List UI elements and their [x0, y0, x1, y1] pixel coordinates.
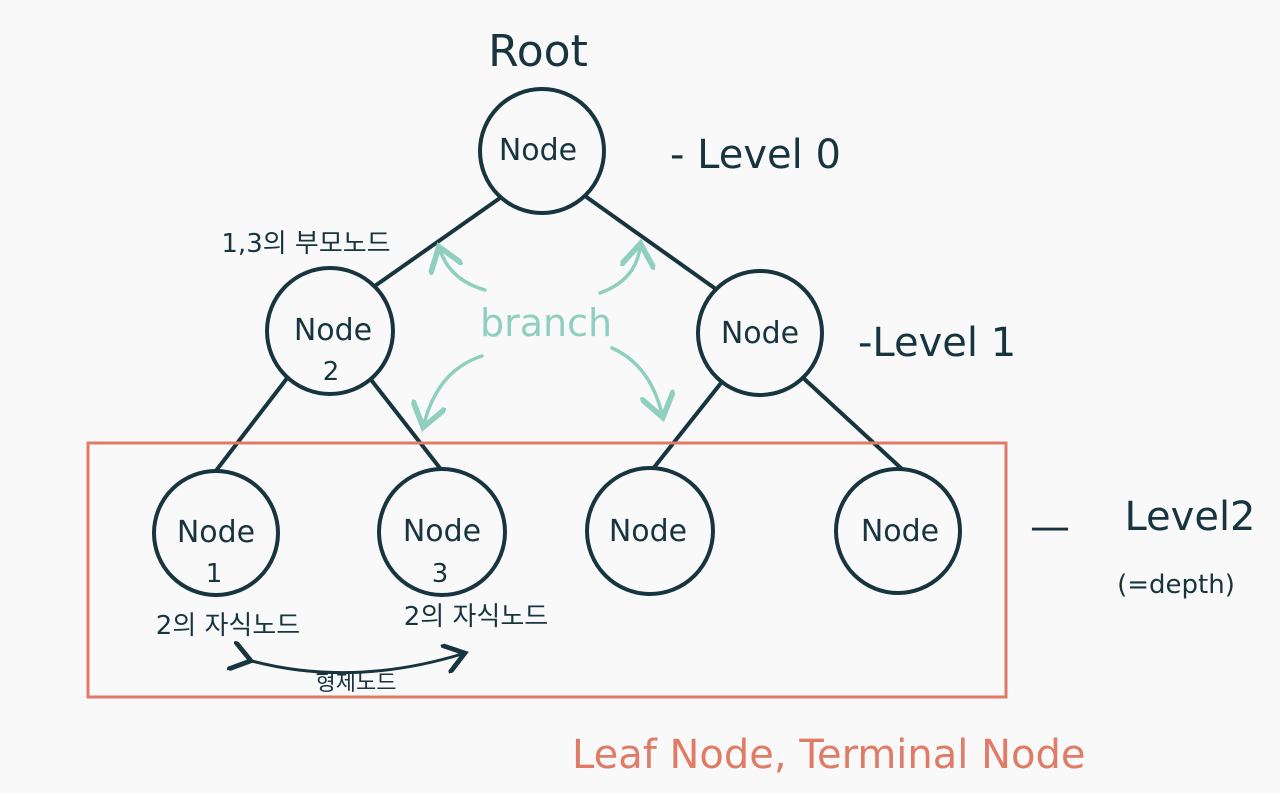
leaf-caption: Leaf Node, Terminal Node	[572, 732, 1085, 778]
node-label: Node	[721, 316, 799, 351]
level-2-label: Level2	[1124, 494, 1255, 540]
level-1-label: -Level 1	[858, 320, 1016, 366]
depth-label: (=depth)	[1117, 570, 1235, 600]
node-number: 1	[206, 559, 223, 589]
node-label: Node	[609, 514, 687, 549]
node-circle	[585, 466, 715, 596]
branch-label: branch	[480, 301, 612, 345]
node-circle	[696, 269, 824, 397]
level-0-label: - Level 0	[670, 132, 841, 178]
node-2: Node 2	[265, 266, 395, 396]
edge-right-leaf3	[650, 376, 727, 472]
edge-node2-node3	[370, 379, 445, 474]
edge-right-leaf4	[798, 373, 905, 472]
node-leaf-4: Node	[834, 467, 962, 595]
parent-annotation: 1,3의 부모노드	[221, 229, 390, 259]
edge-root-right	[583, 194, 722, 294]
edge-root-node2	[370, 196, 502, 290]
node-root: Node	[478, 87, 606, 215]
node-3: Node 3	[377, 467, 507, 597]
node-label: Node	[294, 313, 372, 348]
node-label: Node	[177, 515, 255, 550]
branch-arrows	[424, 247, 662, 424]
node-number: 2	[323, 357, 340, 387]
node-1: Node 1	[152, 469, 280, 597]
node-circle	[377, 467, 507, 597]
node-circle	[478, 87, 606, 215]
node-label: Node	[499, 133, 577, 168]
tree-edges	[213, 194, 905, 474]
node-circle	[834, 467, 962, 595]
node-right: Node	[696, 269, 824, 397]
node-label: Node	[861, 514, 939, 549]
branch-arrow-lower-right	[610, 346, 662, 414]
child-annotation-right: 2의 자식노드	[404, 602, 548, 632]
branch-arrow-lower-left	[424, 354, 484, 424]
node-label: Node	[403, 514, 481, 549]
node-circle	[265, 266, 395, 396]
sibling-arrow	[248, 654, 462, 675]
edge-node2-node1	[213, 375, 290, 474]
leaf-node-box	[86, 441, 1008, 699]
branch-arrow-upper-right	[598, 247, 640, 295]
root-label: Root	[488, 26, 588, 77]
node-number: 3	[432, 559, 449, 589]
branch-arrow-upper-left	[440, 250, 487, 292]
node-leaf-3: Node	[585, 466, 715, 596]
sibling-annotation: 형제노드	[316, 671, 397, 696]
level-2-dash: —	[1030, 504, 1070, 550]
node-circle	[152, 469, 280, 597]
child-annotation-left: 2의 자식노드	[156, 611, 300, 641]
